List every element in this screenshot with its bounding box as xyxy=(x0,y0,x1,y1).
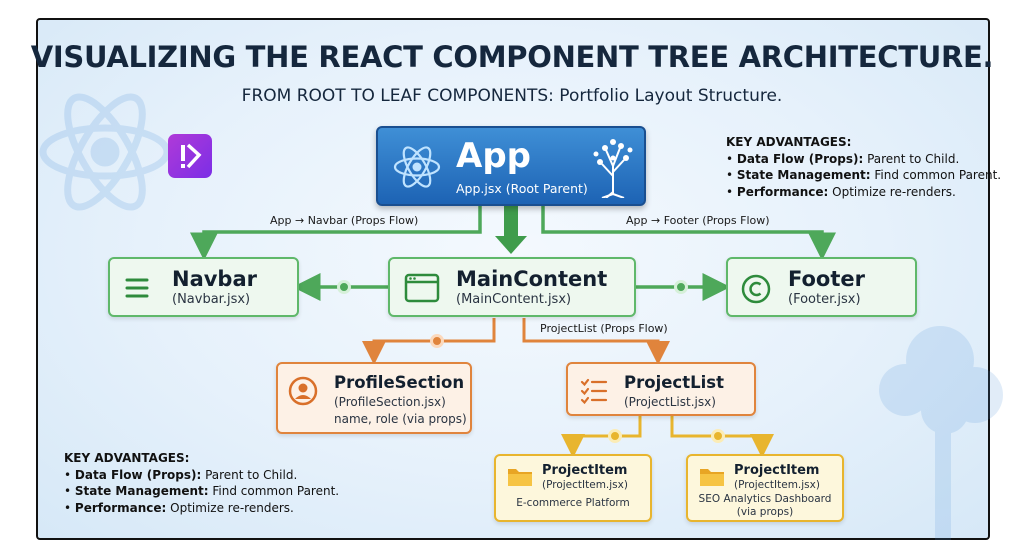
key-advantages-bottom: KEY ADVANTAGES: • Data Flow (Props): Par… xyxy=(64,450,339,516)
node-projectitem-1-title: ProjectItem xyxy=(542,463,628,478)
advantage-item: • State Management: Find common Parent. xyxy=(726,168,1002,182)
react-atom-icon xyxy=(393,146,441,188)
copyright-icon xyxy=(741,274,771,304)
key-advantages-top: KEY ADVANTAGES: • Data Flow (Props): Par… xyxy=(726,134,1001,200)
edge-app-footer xyxy=(541,206,836,261)
edge-label-app-footer: App → Footer (Props Flow) xyxy=(626,214,770,227)
node-projectlist-title: ProjectList xyxy=(624,373,724,392)
node-projectitem-2-file: (ProjectItem.jsx) xyxy=(734,479,820,491)
window-icon xyxy=(404,273,440,303)
node-projectitem-2-note-1: SEO Analytics Dashboard xyxy=(698,493,832,505)
node-profilesection-title: ProfileSection xyxy=(334,373,465,392)
node-maincontent-file: (MainContent.jsx) xyxy=(456,292,572,307)
folder-icon xyxy=(508,469,532,486)
user-icon xyxy=(288,376,318,406)
edge-main-projectlist xyxy=(522,318,670,365)
page-title: VISUALIZING THE REACT COMPONENT TREE ARC… xyxy=(30,40,994,74)
advantage-item: • Data Flow (Props): Parent to Child. xyxy=(726,151,960,166)
menu-icon xyxy=(125,278,149,298)
advantage-item: • Performance: Optimize re-renders. xyxy=(726,184,956,199)
edge-label-app-navbar: App → Navbar (Props Flow) xyxy=(270,214,419,227)
folder-icon xyxy=(700,469,724,486)
advantage-item: • State Management: Find common Parent. xyxy=(64,484,340,498)
edge-app-main xyxy=(504,206,518,240)
node-projectitem-1-note: E-commerce Platform xyxy=(516,497,630,509)
node-profilesection-note: name, role (via props) xyxy=(334,412,467,426)
node-footer-file: (Footer.jsx) xyxy=(788,292,861,307)
node-navbar[interactable]: Navbar (Navbar.jsx) xyxy=(108,257,299,317)
node-footer[interactable]: Footer (Footer.jsx) xyxy=(726,257,917,317)
node-app-file: App.jsx (Root Parent) xyxy=(456,181,588,196)
checklist-icon xyxy=(580,378,608,405)
node-app-title: App xyxy=(456,136,531,176)
app-logo-icon xyxy=(168,134,212,178)
key-advantages-heading: KEY ADVANTAGES: xyxy=(726,135,852,149)
node-navbar-title: Navbar xyxy=(172,267,257,291)
node-projectlist[interactable]: ProjectList (ProjectList.jsx) xyxy=(566,362,756,416)
node-profilesection[interactable]: ProfileSection (ProfileSection.jsx) name… xyxy=(276,362,472,434)
tree-icon xyxy=(593,139,633,198)
advantage-item: • Data Flow (Props): Parent to Child. xyxy=(64,467,298,482)
node-maincontent[interactable]: MainContent (MainContent.jsx) xyxy=(388,257,636,317)
node-projectlist-file: (ProjectList.jsx) xyxy=(624,395,716,409)
react-atom-bg-icon xyxy=(39,93,171,211)
page-subtitle: FROM ROOT TO LEAF COMPONENTS: Portfolio … xyxy=(241,86,783,106)
advantage-item: • Performance: Optimize re-renders. xyxy=(64,500,294,515)
node-navbar-file: (Navbar.jsx) xyxy=(172,292,251,307)
node-projectitem-1-file: (ProjectItem.jsx) xyxy=(542,479,628,491)
node-footer-title: Footer xyxy=(788,267,865,291)
edge-projectlist-item1 xyxy=(561,416,642,458)
key-advantages-heading: KEY ADVANTAGES: xyxy=(64,451,190,465)
edge-label-main-projectlist: ProjectList (Props Flow) xyxy=(540,322,668,335)
edge-app-navbar xyxy=(190,206,482,261)
node-projectitem-2[interactable]: ProjectItem (ProjectItem.jsx) SEO Analyt… xyxy=(686,454,844,522)
tree-bg-icon xyxy=(879,326,1003,540)
node-projectitem-2-note-2: (via props) xyxy=(736,506,794,518)
node-profilesection-file: (ProfileSection.jsx) xyxy=(334,395,446,409)
node-app[interactable]: App App.jsx (Root Parent) xyxy=(376,126,646,206)
node-projectitem-1[interactable]: ProjectItem (ProjectItem.jsx) E-commerce… xyxy=(494,454,652,522)
node-projectitem-2-title: ProjectItem xyxy=(734,463,820,478)
node-maincontent-title: MainContent xyxy=(456,267,608,291)
